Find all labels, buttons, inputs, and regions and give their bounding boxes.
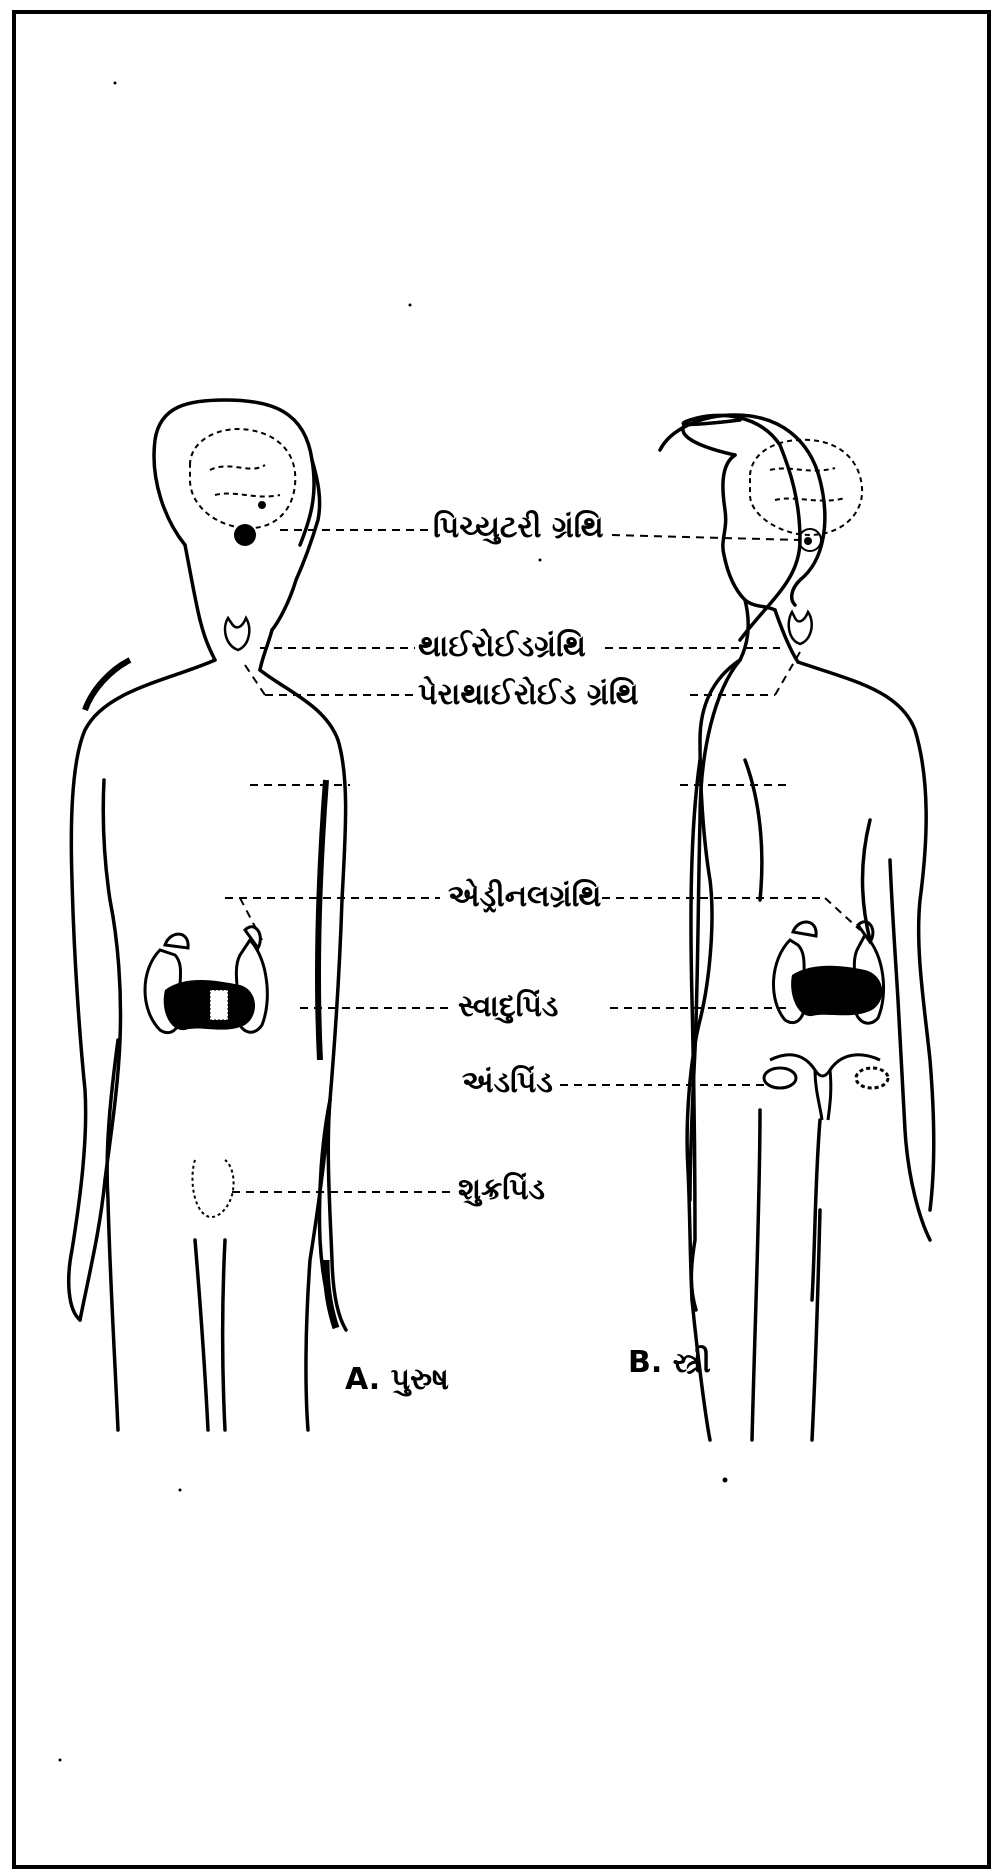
pituitary-leader-right xyxy=(612,535,800,540)
female-pituitary-dot xyxy=(804,537,812,545)
label-thyroid-gland: થાઈરોઈડગ્રંથિ xyxy=(418,632,586,662)
parathyroid-leader-right-b xyxy=(775,652,800,695)
page-border xyxy=(14,12,989,1867)
male-thyroid-gland xyxy=(225,618,249,650)
female-brain xyxy=(750,440,862,535)
label-parathyroid-gland: પેરાથાઈરોઈડ ગ્રંથિ xyxy=(418,680,639,710)
male-testis xyxy=(192,1160,233,1217)
adrenal-leader-drop-right xyxy=(825,898,860,930)
female-thyroid-gland xyxy=(789,612,812,644)
male-pancreas-dotted-part xyxy=(210,990,228,1020)
male-shoulder-shade xyxy=(85,660,130,710)
male-pituitary-gland xyxy=(234,524,256,546)
male-pancreas xyxy=(164,980,255,1030)
male-brain xyxy=(190,429,295,528)
male-figure xyxy=(69,400,346,1430)
label-testis: શુક્રપિંડ xyxy=(458,1175,545,1205)
label-adrenal-gland: એડ્રીનલગ્રંથિ xyxy=(448,882,601,912)
male-pineal-dot xyxy=(258,501,266,509)
female-uterus xyxy=(764,1055,888,1120)
male-arm-shade xyxy=(318,780,326,1060)
label-ovary: અંડપિંડ xyxy=(462,1068,553,1098)
label-pancreas: સ્વાદુપિંડ xyxy=(458,992,558,1022)
label-pituitary-gland: પિચ્યુટરી ગ્રંથિ xyxy=(433,513,604,543)
female-pancreas xyxy=(791,966,882,1016)
print-specks xyxy=(59,82,728,1762)
caption-female: B. સ્ત્રી xyxy=(628,1348,711,1378)
caption-male: A. પુરુષ xyxy=(345,1365,449,1395)
